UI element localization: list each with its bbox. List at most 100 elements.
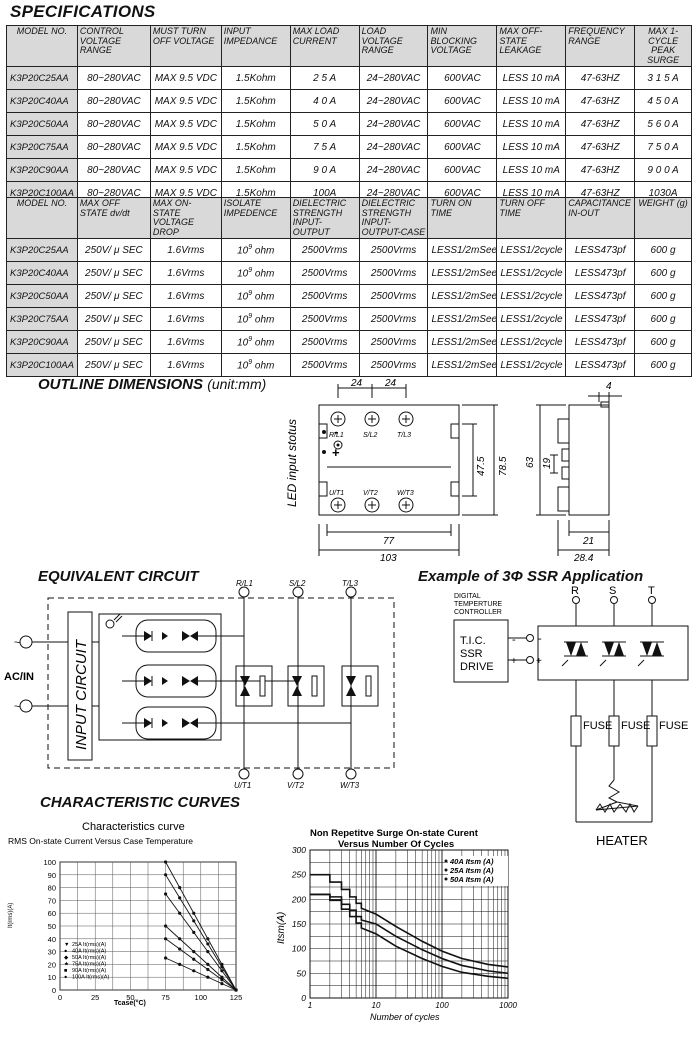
chart1-xtick: 25	[91, 993, 99, 1002]
chart1-point	[178, 886, 182, 890]
chart2-ytick: 150	[292, 919, 306, 929]
chart2-series-line	[310, 873, 509, 968]
led-indicator	[322, 430, 343, 454]
chart1-point	[206, 942, 210, 946]
table1-header-4: MAX LOAD CURRENT	[289, 25, 360, 67]
triac-modules	[240, 675, 372, 697]
led-symbol	[144, 718, 152, 728]
table2-cell: 2500Vrms	[358, 238, 429, 262]
table2-cell: 250V/ μ SEC	[76, 261, 151, 285]
chart2-ytick: 300	[292, 845, 306, 855]
app-plus-right: +	[536, 656, 542, 667]
equiv-top-terminal-label: T/L3	[342, 580, 359, 588]
chart2-ylabel: Itsm(A)	[276, 912, 287, 944]
table1-cell: 9 0 A	[289, 158, 360, 182]
isolate-base: 10	[237, 360, 249, 372]
optocouplers	[105, 613, 216, 728]
dim-top-a: 24	[350, 378, 363, 389]
table2-cell: LESS1/2mSee	[427, 330, 498, 354]
table1-cell: 2 5 A	[289, 66, 360, 90]
table2-cell: LESS1/2cycle	[496, 238, 567, 262]
table1-cell: 7 5 A	[289, 135, 360, 159]
table1-header-2: MUST TURN OFF VOLTAGE	[149, 25, 222, 67]
table1-cell: 9 0 0 A	[634, 158, 692, 182]
chart1-point	[164, 873, 168, 877]
chart1-ytick: 50	[48, 922, 56, 931]
chart2-ytick: 250	[291, 870, 306, 880]
table1-cell: 47-63HZ	[565, 112, 636, 136]
chart2-title: Non Repetitve Surge On-state Curent	[310, 828, 479, 839]
dim-side-top: 4	[606, 381, 612, 392]
chart1-series-line	[165, 925, 237, 991]
chart1-ytick: 10	[48, 973, 56, 982]
table2-cell: K3P20C50AA	[6, 284, 78, 308]
table1-cell: 600VAC	[427, 135, 498, 159]
table2-cell: LESS1/2mSee	[427, 261, 498, 285]
dim-top-b: 24	[384, 378, 397, 389]
table1-header-3: INPUT IMPEDANCE	[220, 25, 291, 67]
table2-cell: 2500Vrms	[289, 284, 360, 308]
table1-cell: 600VAC	[427, 89, 498, 113]
table1-cell: 600VAC	[427, 112, 498, 136]
app-triac-symbol	[566, 642, 576, 656]
heater-label: HEATER	[596, 833, 648, 848]
isolate-exp: 9	[248, 335, 253, 343]
table1-cell: K3P20C40AA	[6, 89, 78, 113]
table2-cell: LESS473pf	[565, 238, 636, 262]
table1-cell: LESS 10 mA	[496, 158, 567, 182]
table2-cell: 600 g	[634, 353, 692, 377]
chart-rms-current: Characteristics curve RMS On-state Curre…	[8, 821, 242, 1007]
chart1-ytick: 20	[48, 960, 56, 969]
table2-cell: 2500Vrms	[289, 261, 360, 285]
chart1-legend-label: 50A It(rms)(A)	[72, 955, 106, 961]
equiv-bottom-terminal-label: W/T3	[340, 781, 360, 790]
table2-cell: 109 ohm	[220, 238, 291, 262]
chart1-xlabel: Tcase(°C)	[114, 999, 146, 1007]
chart1-point	[220, 978, 224, 982]
table2-cell: K3P20C25AA	[6, 238, 78, 262]
isolate-unit: ohm	[254, 314, 275, 326]
table2-cell: 2500Vrms	[289, 330, 360, 354]
chart2-ytick: 0	[301, 993, 306, 1003]
table2-cell: LESS1/2mSee	[427, 238, 498, 262]
table1-cell: 24~280VAC	[358, 112, 429, 136]
chart1-legend-label: 25A It(rms)(A)	[72, 942, 106, 948]
table2-cell: 250V/ μ SEC	[76, 307, 151, 331]
isolate-exp: 9	[248, 289, 253, 297]
led-label: LED input stotus	[285, 419, 299, 507]
isolate-base: 10	[237, 268, 249, 280]
outline-title: OUTLINE DIMENSIONS (unit:mm)	[38, 376, 266, 393]
chart1-point	[164, 937, 168, 941]
chart1-point	[192, 969, 196, 973]
terminal-label-bottom: V/T2	[363, 490, 378, 497]
dim-side-w2: 28.4	[573, 553, 594, 562]
chart2-legend: 40A Itsm (A)25A Itsm (A)50A Itsm (A)	[444, 856, 508, 886]
isolate-unit: ohm	[254, 291, 275, 303]
chart1-point	[220, 975, 224, 979]
chart2-legend-label: 25A Itsm (A)	[449, 866, 494, 875]
photo-triac-symbol	[182, 631, 190, 641]
chart1-point	[206, 967, 210, 972]
chart1-legend-marker: ◆	[64, 955, 69, 961]
table1-cell: 24~280VAC	[358, 135, 429, 159]
chart1-legend-marker: ★	[64, 961, 69, 968]
tilde-top: ~	[14, 637, 20, 649]
chart1-point	[220, 962, 224, 966]
equiv-top-terminal-label: S/L2	[289, 580, 306, 588]
chart1-legend-label: 100A It(rms)(A)	[72, 975, 109, 981]
table1-cell: 47-63HZ	[565, 158, 636, 182]
table1-cell: K3P20C75AA	[6, 135, 78, 159]
chart1-point	[178, 937, 182, 941]
isolate-unit: ohm	[254, 245, 275, 257]
chart2-legend-marker	[444, 859, 448, 863]
table2-cell: 2500Vrms	[289, 238, 360, 262]
terminal-label-bottom: U/T1	[329, 490, 344, 497]
table2-cell: 1.6Vrms	[149, 238, 222, 262]
chart1-legend: ▼25A It(rms)(A)●40A It(rms)(A)◆50A It(rm…	[64, 942, 109, 981]
fuse-label-t: FUSE	[659, 720, 688, 732]
